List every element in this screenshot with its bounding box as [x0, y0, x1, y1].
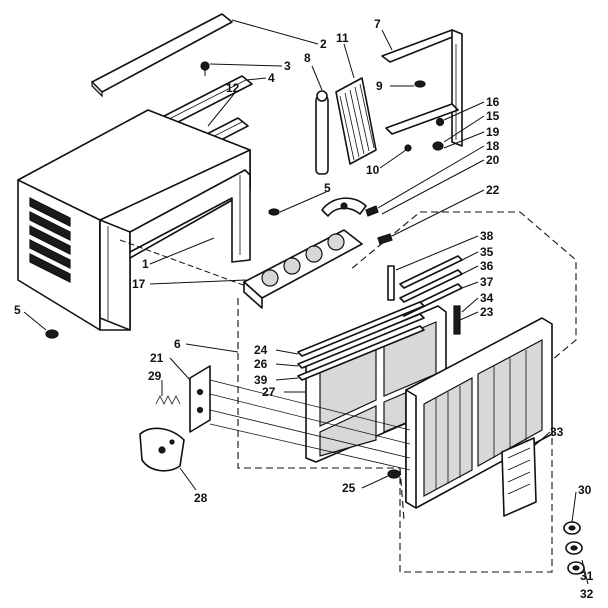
- front-grille-part-23: [405, 317, 553, 509]
- callout-22: 22: [486, 183, 500, 197]
- callout-27: 27: [262, 385, 276, 399]
- cabinet-part-1: [17, 109, 251, 331]
- callout-24: 24: [254, 343, 268, 357]
- callout-8: 8: [304, 51, 311, 65]
- callout-1: 1: [142, 257, 149, 271]
- callout-39: 39: [254, 373, 268, 387]
- callout-34: 34: [480, 291, 494, 305]
- callout-16: 16: [486, 95, 500, 109]
- callout-labels: 2 3 4 12 8 11 7 9 16 15 19 18 10 20 5 22…: [14, 17, 594, 601]
- top-rail-part-2: [91, 13, 233, 98]
- callout-2: 2: [320, 37, 327, 51]
- bracket-part-19: [321, 197, 367, 217]
- callout-20: 20: [486, 153, 500, 167]
- clip-part-18: [365, 205, 379, 217]
- callout-21: 21: [150, 351, 164, 365]
- leader-lines: [23, 19, 589, 585]
- callout-28: 28: [194, 491, 208, 505]
- screw-part-5-upper: [268, 208, 280, 216]
- cabinet-side-louvers: [29, 197, 71, 283]
- callout-11: 11: [336, 31, 349, 45]
- callout-25: 25: [342, 481, 356, 495]
- callout-31: 31: [580, 569, 594, 583]
- callout-15: 15: [486, 109, 500, 123]
- callout-33: 33: [550, 425, 564, 439]
- panel-part-11: [335, 77, 377, 165]
- post-part-38: [387, 265, 395, 301]
- callout-4: 4: [268, 71, 275, 85]
- rail-part-24: [297, 301, 425, 357]
- callout-7: 7: [374, 17, 381, 31]
- callout-38: 38: [480, 229, 494, 243]
- side-frame-part-7: [381, 29, 463, 147]
- nut-part-15: [432, 141, 444, 151]
- callout-32: 32: [580, 587, 594, 601]
- callout-17: 17: [132, 277, 146, 291]
- post-part-8: [315, 90, 329, 175]
- callout-9: 9: [376, 79, 383, 93]
- callout-5-upper: 5: [324, 181, 331, 195]
- rail-part-26: [297, 313, 425, 369]
- screw-part-3: [200, 61, 210, 76]
- bracket-part-28: [139, 427, 185, 472]
- callout-30: 30: [578, 483, 592, 497]
- screw-part-9: [414, 80, 426, 88]
- callout-36: 36: [480, 259, 494, 273]
- callout-23: 23: [480, 305, 494, 319]
- screw-part-5-lower: [45, 329, 59, 339]
- front-assembly-dashed-outline: [237, 211, 577, 573]
- knob-part-30: [563, 521, 581, 535]
- callout-26: 26: [254, 357, 268, 371]
- callout-10: 10: [366, 163, 380, 177]
- callout-12: 12: [226, 81, 240, 95]
- spring-part-29: [155, 395, 181, 405]
- knob-part-31: [565, 541, 583, 555]
- rail-part-39: [297, 325, 425, 381]
- blower-part-17: [243, 229, 363, 309]
- screw-part-25: [387, 469, 401, 479]
- knob-part-32: [567, 561, 585, 575]
- clip-part-22: [377, 233, 393, 245]
- plate-part-21: [189, 365, 211, 433]
- callout-35: 35: [480, 245, 494, 259]
- callout-18: 18: [486, 139, 500, 153]
- door-part-33: [501, 437, 537, 517]
- callout-19: 19: [486, 125, 500, 139]
- callout-6: 6: [174, 337, 181, 351]
- connection-lines: [119, 239, 411, 471]
- callout-37: 37: [480, 275, 494, 289]
- callout-3: 3: [284, 59, 291, 73]
- spring-part-34: [453, 305, 461, 335]
- callout-5-lower: 5: [14, 303, 21, 317]
- callout-29: 29: [148, 369, 162, 383]
- screw-part-10: [404, 144, 412, 152]
- clip-part-16: [435, 117, 445, 127]
